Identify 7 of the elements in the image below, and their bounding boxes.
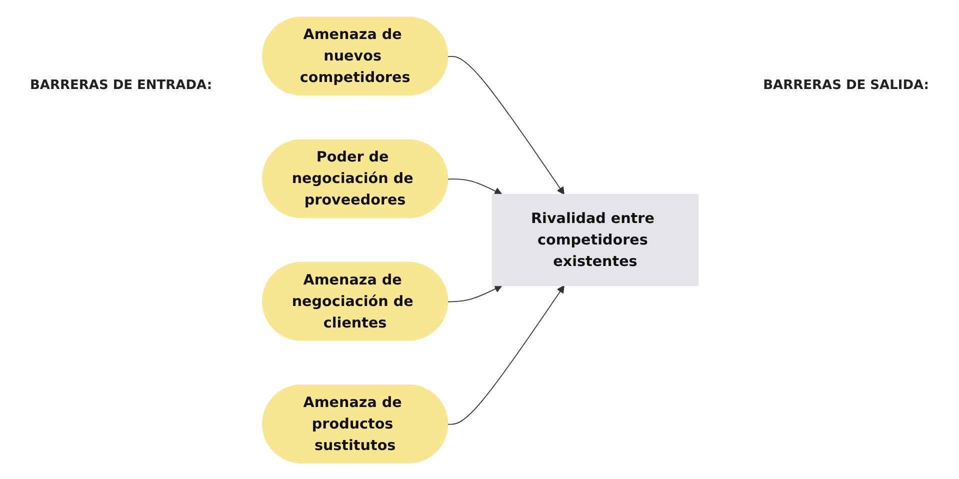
arrow [447, 56, 564, 195]
node-box: Rivalidad entre competidores existentes [492, 194, 698, 286]
arrow [447, 178, 502, 195]
arrow [447, 285, 502, 302]
arrow [447, 285, 564, 425]
barrier-heading: BARRERAS DE ENTRADA: [30, 78, 212, 93]
barrier-heading: BARRERAS DE SALIDA: [763, 78, 929, 93]
